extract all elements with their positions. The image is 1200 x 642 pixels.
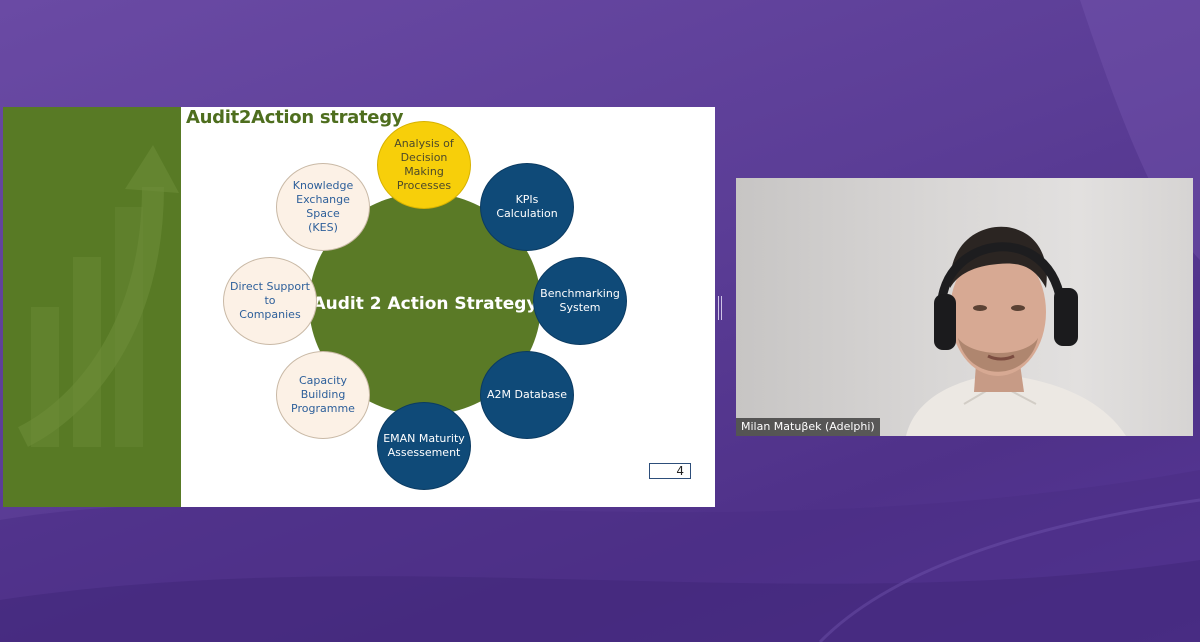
node-analysis: Analysis of Decision Making Processes (377, 121, 471, 209)
growth-arrow-watermark-icon (17, 145, 179, 447)
slide-sidebar (3, 107, 181, 507)
node-eman-maturity: EMAN Maturity Assessement (377, 402, 471, 490)
shared-slide: Audit2Action strategy Audit 2 Action Str… (3, 107, 715, 507)
node-kes: Knowledge Exchange Space (KES) (276, 163, 370, 251)
slide-page-number: 4 (649, 463, 691, 479)
node-kpis: KPIs Calculation (480, 163, 574, 251)
slide-title: Audit2Action strategy (186, 107, 404, 128)
participant-name-tag: Milan Matuβek (Adelphi) (736, 418, 880, 436)
node-a2m-database: A2M Database (480, 351, 574, 439)
resize-handle[interactable] (717, 296, 723, 320)
node-direct-support: Direct Support to Companies (223, 257, 317, 345)
node-capacity-building: Capacity Building Programme (276, 351, 370, 439)
node-benchmarking: Benchmarking System (533, 257, 627, 345)
participant-video-feed (906, 226, 1126, 436)
center-hub-label: Audit 2 Action Strategy (312, 294, 538, 314)
participant-video-tile[interactable]: Milan Matuβek (Adelphi) (736, 178, 1193, 436)
